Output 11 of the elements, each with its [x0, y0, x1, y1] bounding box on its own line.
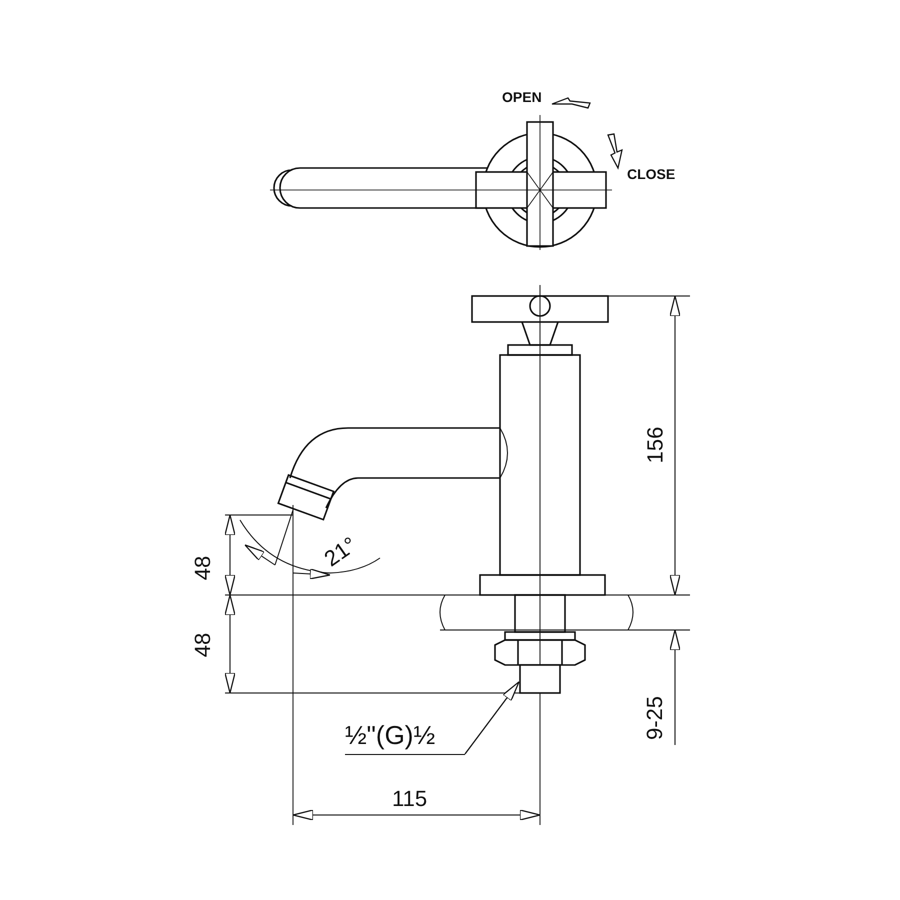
direction-label: OPEN [502, 90, 542, 104]
leader-line [464, 681, 520, 754]
threaded-shank [519, 664, 561, 694]
dimension-text: 115 [392, 788, 428, 810]
angle-text: 21° [320, 533, 360, 571]
dimension-text: 156 [644, 426, 666, 464]
thread-size-label: ½"(G)½ [345, 722, 465, 755]
dimension-text: 48 [192, 556, 214, 580]
direction-label: CLOSE [627, 167, 676, 181]
dimension-text: 9-25 [644, 696, 666, 740]
dimension-text: 48 [192, 632, 214, 658]
